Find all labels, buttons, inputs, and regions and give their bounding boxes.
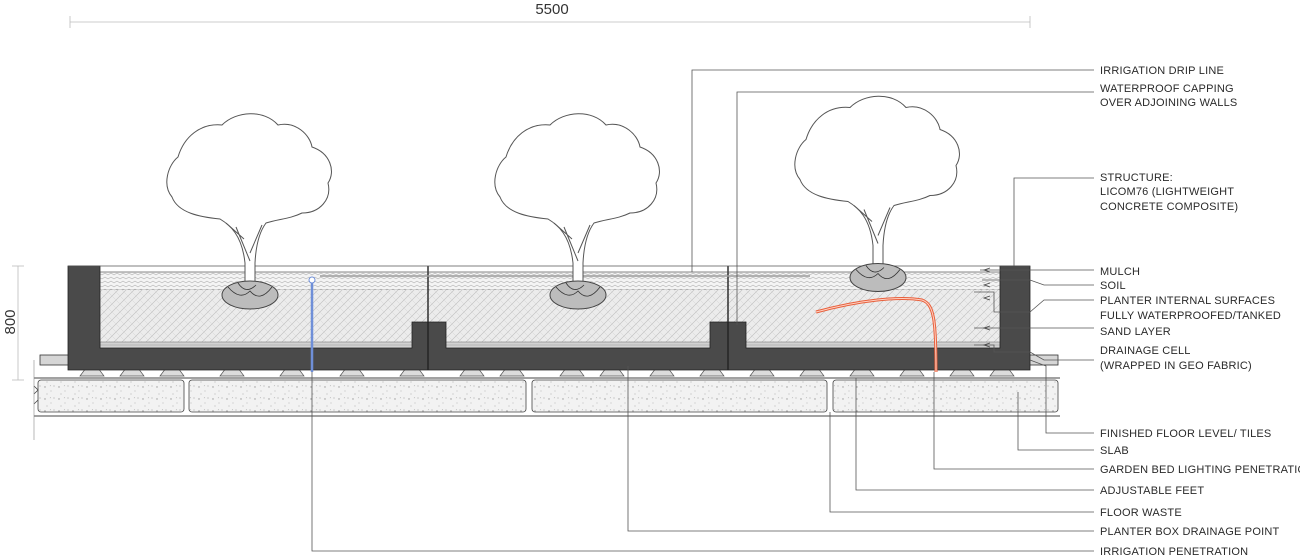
callout-waterproof-capping-line1: WATERPROOF CAPPING	[1100, 83, 1234, 95]
lighting-conduit	[815, 297, 938, 373]
callout-floor-waste: FLOOR WASTE	[1100, 507, 1182, 519]
callout-drainage-cell-line2: (WRAPPED IN GEO FABRIC)	[1100, 360, 1252, 372]
slab	[33, 360, 1060, 440]
dimension-height: 800	[2, 265, 24, 381]
dimension-width-label: 5500	[535, 1, 568, 18]
callout-drainage-cell-line1: DRAINAGE CELL	[1100, 345, 1191, 357]
callout-structure-line2: LICOM76 (LIGHTWEIGHT	[1100, 186, 1234, 198]
callout-structure-line3: CONCRETE COMPOSITE)	[1100, 201, 1238, 213]
callout-mulch: MULCH	[1100, 266, 1140, 278]
callout-finished-floor-level: FINISHED FLOOR LEVEL/ TILES	[1100, 428, 1271, 440]
callout-slab: SLAB	[1100, 445, 1129, 457]
callout-waterproof-capping-line2: OVER ADJOINING WALLS	[1100, 97, 1237, 109]
dimension-height-label: 800	[2, 309, 19, 334]
callout-labels: IRRIGATION DRIP LINE WATERPROOF CAPPING …	[1100, 65, 1300, 558]
callout-planter-internal-line1: PLANTER INTERNAL SURFACES	[1100, 295, 1275, 307]
callout-structure-line1: STRUCTURE:	[1100, 172, 1173, 184]
callout-planter-internal-line2: FULLY WATERPROOFED/TANKED	[1100, 310, 1281, 322]
callout-adjustable-feet: ADJUSTABLE FEET	[1100, 485, 1204, 497]
callout-sand-layer: SAND LAYER	[1100, 326, 1171, 338]
callout-garden-bed-lighting: GARDEN BED LIGHTING PENETRATION	[1100, 464, 1300, 476]
leader-lines	[311, 69, 1094, 552]
dimension-width: 5500	[69, 1, 1031, 28]
callout-planter-box-drainage-point: PLANTER BOX DRAINAGE POINT	[1100, 526, 1279, 538]
callout-irrigation-penetration: IRRIGATION PENETRATION	[1100, 546, 1248, 558]
callout-soil: SOIL	[1100, 280, 1126, 292]
irrigation-pipe	[308, 276, 316, 372]
callout-irrigation-drip-line: IRRIGATION DRIP LINE	[1100, 65, 1224, 77]
